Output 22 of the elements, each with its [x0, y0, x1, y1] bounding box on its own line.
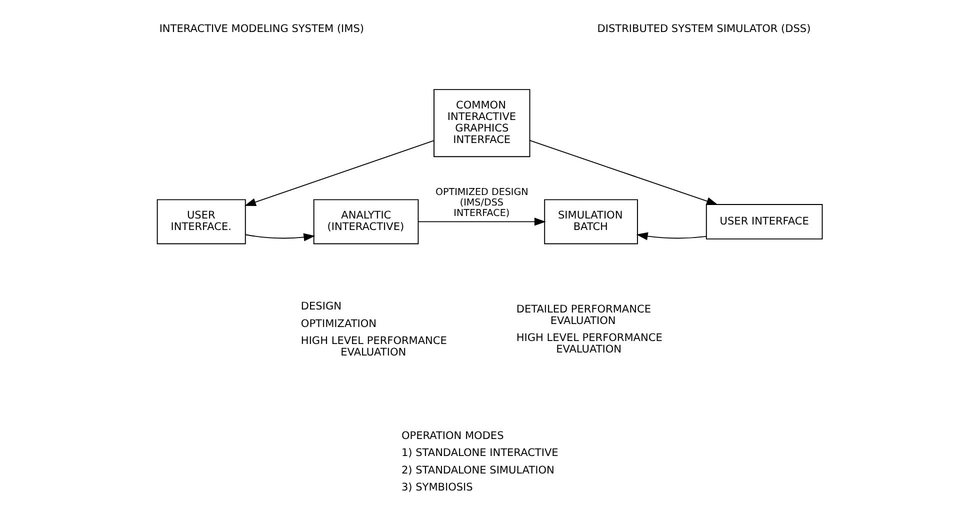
- label: 1) STANDALONE INTERACTIVE: [401, 447, 558, 460]
- label: 2) STANDALONE SIMULATION: [401, 464, 554, 476]
- edge-label: OPTIMIZED DESIGN (IMS/DSS INTERFACE): [435, 186, 528, 219]
- node-box: USER INTERFACE.: [156, 199, 246, 244]
- node-box: COMMON INTERACTIVE GRAPHICS INTERFACE: [434, 89, 530, 158]
- node-label: HIGH LEVEL PERFORMANCE EVALUATION: [516, 332, 662, 356]
- arrow: [244, 233, 316, 242]
- arrow: [636, 232, 707, 240]
- arrow: [244, 140, 434, 206]
- arrow: [529, 140, 718, 205]
- node-box: USER INTERFACE: [706, 204, 823, 240]
- label: 3) SYMBIOSIS: [401, 482, 473, 494]
- node-label: DESIGN: [300, 300, 342, 313]
- node-box: SIMULATION BATCH: [544, 199, 638, 244]
- node-label: DETAILED PERFORMANCE EVALUATION: [516, 303, 651, 327]
- label: OPERATION MODES: [401, 430, 504, 442]
- node-box: ANALYTIC (INTERACTIVE): [313, 199, 419, 244]
- label: INTERACTIVE MODELING SYSTEM (IMS): [159, 22, 364, 35]
- arrow: [418, 218, 546, 226]
- node-label: HIGH LEVEL PERFORMANCE EVALUATION: [300, 335, 447, 359]
- label: DISTRIBUTED SYSTEM SIMULATOR (DSS): [597, 22, 811, 35]
- node-label: OPTIMIZATION: [300, 318, 377, 330]
